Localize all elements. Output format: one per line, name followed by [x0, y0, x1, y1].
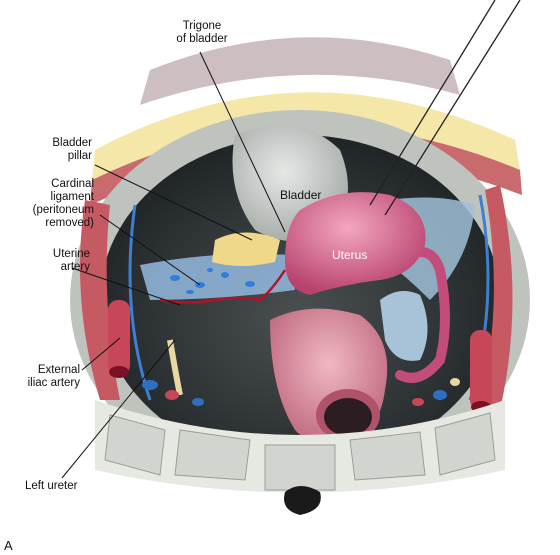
fallopian-tube	[395, 247, 450, 383]
bladder-pillar-tissue	[212, 232, 280, 266]
small-vessels	[142, 378, 460, 406]
left-external-iliac-artery	[108, 300, 130, 375]
right-external-iliac-artery	[470, 330, 492, 410]
sacral-canal	[284, 486, 321, 515]
left-iliac-lumen	[109, 366, 129, 378]
cardinal-ligament-band	[140, 253, 295, 300]
ovary	[380, 291, 428, 361]
label-cardinal-ligament: Cardinal ligament (peritoneum removed)	[32, 178, 94, 229]
rectal-lumen-inner	[324, 398, 372, 436]
peritoneal-edge-left	[128, 204, 152, 401]
label-uterus: Uterus	[332, 248, 368, 262]
subcutaneous-fat-layer	[92, 92, 520, 180]
skin-hair-region	[140, 37, 460, 105]
leader-lines	[61, 51, 286, 479]
label-bladder-pillar: Bladder pillar	[52, 137, 92, 162]
panel-letter: A	[4, 538, 13, 553]
instrument-line-2	[384, 0, 521, 216]
label-uterine-artery: Uterine artery	[52, 248, 90, 273]
right-side-wall	[480, 185, 513, 410]
instrument-line-1	[369, 0, 496, 206]
label-left-ureter: Left ureter	[25, 480, 78, 492]
ligament-dots	[170, 268, 255, 294]
label-trigone-of-bladder: Trigone of bladder	[176, 20, 228, 45]
uterine-artery-vessel	[159, 269, 287, 304]
vertebrae	[104, 412, 496, 491]
label-bladder: Bladder	[280, 188, 322, 202]
label-external-iliac-artery: External iliac artery	[27, 364, 80, 389]
uterus-shape	[285, 192, 426, 295]
